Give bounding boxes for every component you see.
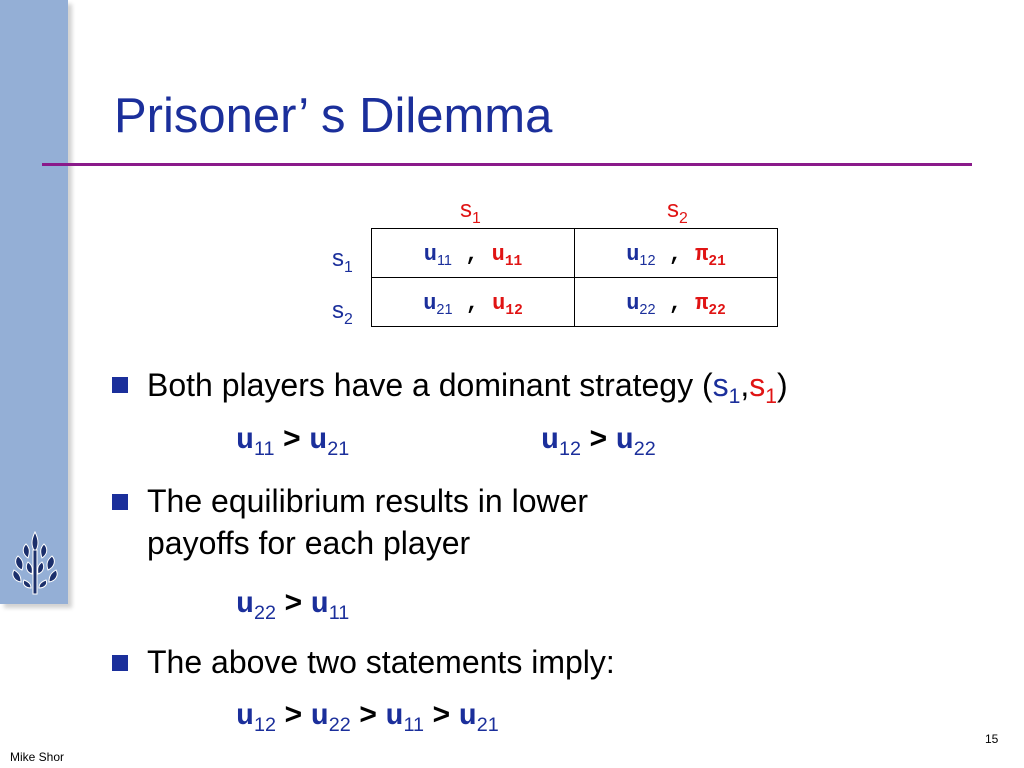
matrix-cell: u11 , u11 [371,228,575,278]
bullet-square-icon [112,377,128,393]
inequality-u12-u22: u12 > u22 [541,424,656,460]
bullet-equilibrium: The equilibrium results in lower payoffs … [147,480,588,564]
slide-title: Prisoner’ s Dilemma [114,89,553,143]
inequality-u11-u21: u11 > u21 [236,424,350,460]
leaf-crest-icon [12,530,58,595]
inequality-u22-u11: u22 > u11 [236,588,350,624]
title-divider [42,163,972,166]
matrix-cell: u12 , π21 [574,228,778,278]
column-header-s1: s1 [460,196,481,227]
inequality-chain: u12 > u22 > u11 > u21 [236,700,499,736]
bullet-square-icon [112,655,128,671]
column-header-s2: s2 [667,196,688,227]
matrix-cell: u21 , u12 [371,277,575,327]
bullet-line: The equilibrium results in lower [147,483,589,519]
matrix-cell: u22 , π22 [574,277,778,327]
row-header-s1: s1 [332,245,353,276]
bullet-dominant-strategy: Both players have a dominant strategy (s… [147,367,788,409]
bullet-square-icon [112,494,128,510]
page-number: 15 [985,732,999,746]
matrix-row: u11 , u11 u12 , π21 [371,228,778,278]
sidebar-bar [0,0,68,604]
payoff-matrix: u11 , u11 u12 , π21 u21 , u12 u22 , π22 [371,228,778,327]
footer-author: Mike Shor [10,750,65,764]
bullet-line: payoffs for each player [147,525,471,561]
matrix-row: u21 , u12 u22 , π22 [371,277,778,327]
bullet-statements-imply: The above two statements imply: [147,644,615,680]
row-header-s2: s2 [332,297,353,328]
